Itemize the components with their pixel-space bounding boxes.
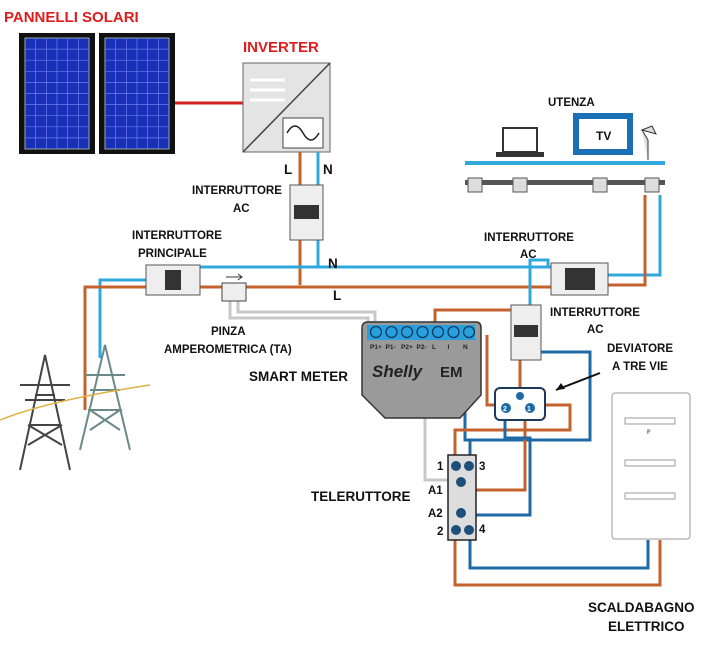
shelly-em-meter: P1+ P1- P2+ P2- L I N Shelly EM <box>361 321 482 419</box>
breaker-ac-1-label-2: AC <box>233 203 250 215</box>
contactor-terminal-2: 2 <box>437 526 443 538</box>
switch-terminal-1: 1 <box>527 406 531 413</box>
inverter-title: INVERTER <box>243 39 319 56</box>
breaker-ac-heater[interactable] <box>510 304 542 361</box>
shelly-terminal-label: N <box>463 344 468 351</box>
socket-icon <box>592 177 608 193</box>
water-heater-label-2: ELETTRICO <box>608 619 685 634</box>
inverter-l-label: L <box>284 162 292 177</box>
contactor-terminal-a2: A2 <box>428 508 443 520</box>
heater-panel-label: F <box>647 430 651 436</box>
breaker-ac-loads[interactable] <box>550 262 609 296</box>
solar-panel-left <box>19 33 95 154</box>
shelly-terminal <box>369 325 383 339</box>
breaker-ac-inverter[interactable] <box>289 184 324 241</box>
three-way-switch[interactable]: 2 1 <box>494 387 546 421</box>
contactor-terminal-4: 4 <box>479 524 486 536</box>
smart-meter-label: SMART METER <box>249 369 348 384</box>
breaker-ac-3-label: INTERRUTTORE <box>550 307 640 319</box>
shelly-logo: Shelly <box>372 362 424 381</box>
socket-icon <box>644 177 660 193</box>
breaker-ac-1-label: INTERRUTTORE <box>192 185 282 197</box>
shelly-terminal-label: L <box>432 344 436 351</box>
shelly-terminal-label: P2+ <box>401 344 413 351</box>
power-pylon-icon <box>0 344 151 451</box>
breaker-ac-2-label: INTERRUTTORE <box>484 232 574 244</box>
contactor-terminal-3: 3 <box>479 461 485 473</box>
breaker-ac-2-label-2: AC <box>520 249 537 261</box>
water-heater-label: SCALDABAGNO <box>588 600 695 615</box>
tv-text: TV <box>596 129 611 143</box>
clamp-label: PINZA <box>211 326 246 338</box>
laptop-icon <box>502 127 538 153</box>
lamp-icon <box>640 125 657 160</box>
three-way-switch-label-2: A TRE VIE <box>612 361 668 373</box>
current-clamp <box>221 273 247 302</box>
socket-icon <box>512 177 528 193</box>
shelly-terminal-label: P1+ <box>370 344 382 351</box>
main-breaker-label-2: PRINCIPALE <box>138 248 207 260</box>
contactor-terminal-1: 1 <box>437 461 444 473</box>
shelly-terminal <box>431 325 445 339</box>
contactor-terminal-a1: A1 <box>428 485 443 497</box>
shelly-model: EM <box>440 364 463 381</box>
solar-panels-title: PANNELLI SOLARI <box>4 9 139 26</box>
loads-label: UTENZA <box>548 97 595 109</box>
main-breaker-label: INTERRUTTORE <box>132 230 222 242</box>
three-way-switch-label: DEVIATORE <box>607 343 673 355</box>
shelly-terminal-label: P1- <box>386 344 396 351</box>
water-heater: F <box>611 392 691 540</box>
power-pylon-icon <box>19 354 71 471</box>
shelly-terminal <box>416 325 429 339</box>
loads-rail: TV <box>465 113 665 193</box>
inverter <box>242 62 331 153</box>
shelly-terminal-label: I <box>448 344 450 351</box>
shelly-terminal <box>447 325 460 339</box>
sine-wave-icon <box>286 125 320 141</box>
clamp-label-2: AMPEROMETRICA (TA) <box>164 344 292 356</box>
breaker-ac-3-label-2: AC <box>587 324 604 336</box>
socket-icon <box>467 177 483 193</box>
main-breaker[interactable] <box>145 264 201 296</box>
shelly-terminal <box>400 325 414 339</box>
shelly-terminal <box>385 325 398 339</box>
switch-terminal-2: 2 <box>503 406 507 413</box>
shelly-terminal-label: P2- <box>417 344 427 351</box>
inverter-n-label: N <box>323 162 333 177</box>
contactor <box>447 454 477 541</box>
contactor-label: TELERUTTORE <box>311 489 411 504</box>
bus-n-label: N <box>328 256 338 271</box>
shelly-terminal <box>462 325 476 339</box>
bus-l-label: L <box>333 288 341 303</box>
solar-panel-right <box>99 33 175 154</box>
